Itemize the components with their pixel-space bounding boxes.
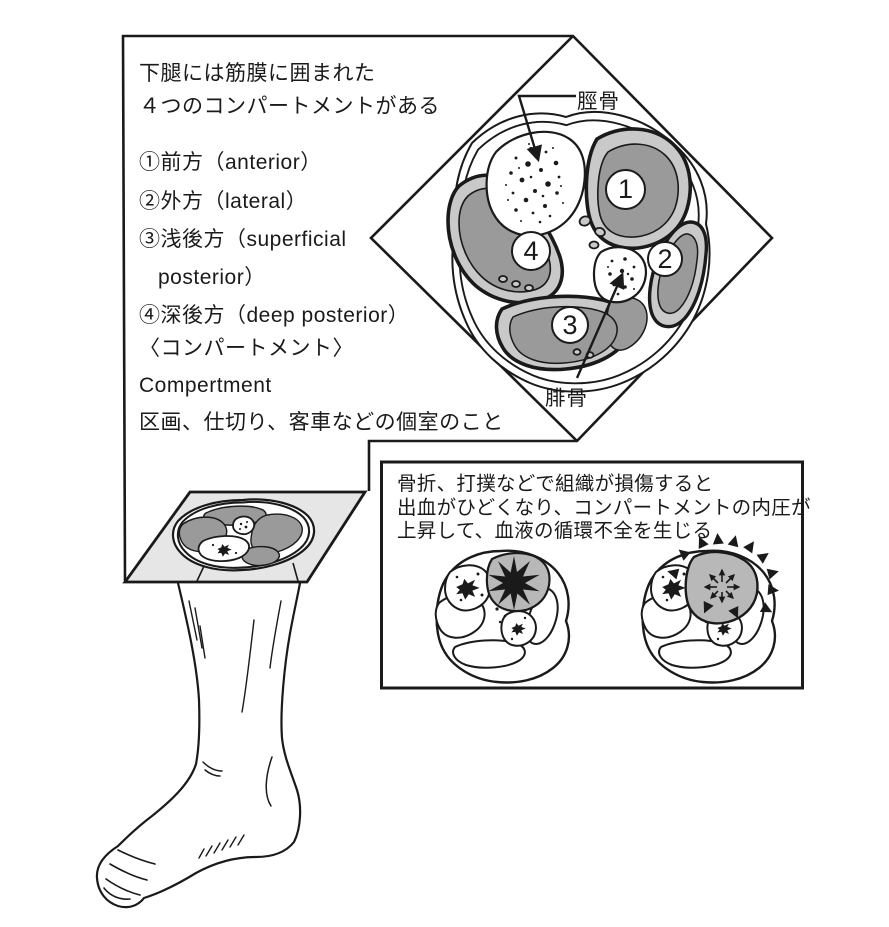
tibia-label: 脛骨 xyxy=(577,90,620,113)
fibula-label: 腓骨 xyxy=(545,387,588,410)
intro-line-2: ４つのコンパートメントがある xyxy=(139,95,440,118)
intro-line-1: 下腿には筋膜に囲まれた xyxy=(139,62,376,85)
glossary-term-en: Compertment xyxy=(139,374,272,397)
instep-hatching xyxy=(198,834,245,859)
glossary-definition: 区画、仕切り、客車などの個室のこと xyxy=(139,411,504,434)
injury-text-line-2: 出血がひどくなり、コンパートメントの内圧が xyxy=(397,497,811,519)
compartment-list-item-4: ④深後方（deep posterior） xyxy=(139,304,410,327)
compartment-list-item-3b: posterior） xyxy=(158,266,266,289)
frame-outline xyxy=(121,34,774,582)
vessels xyxy=(498,215,606,359)
compartment-list-item-3: ③浅後方（superficial xyxy=(139,228,347,251)
compartment-badge-3: 3 xyxy=(551,306,589,344)
compartment-badge-4: 4 xyxy=(511,231,551,271)
main-cross-section xyxy=(446,94,711,393)
injured-section-hemorrhage xyxy=(436,551,569,683)
compartment-badge-1: 1 xyxy=(605,169,646,210)
compartment-list-item-2: ②外方（lateral） xyxy=(139,190,308,213)
diamond-left-edges xyxy=(369,35,578,442)
injury-text-line-3: 上昇して、血液の循環不全を生じる xyxy=(397,520,713,542)
leg-foot-drawing xyxy=(95,581,302,909)
fibula-leader-arrow xyxy=(575,272,625,379)
fibula-bone xyxy=(592,246,647,304)
compartment-list-item-1: ①前方（anterior） xyxy=(139,151,322,174)
injured-section-pressure xyxy=(642,532,781,683)
internal-pressure-arrows xyxy=(703,568,741,604)
tibia-leader-arrow xyxy=(517,94,576,163)
glossary-term: 〈コンパートメント〉 xyxy=(139,337,354,360)
tibia-bone xyxy=(485,130,586,237)
injury-text-line-1: 骨折、打撲などで組織が損傷すると xyxy=(397,473,714,495)
hemorrhage-star xyxy=(488,556,540,610)
tibia-stipple-dots xyxy=(505,143,564,224)
plane-cross-section xyxy=(171,498,316,572)
compartment-badge-2: 2 xyxy=(647,241,683,277)
swollen-compartment xyxy=(684,550,759,625)
